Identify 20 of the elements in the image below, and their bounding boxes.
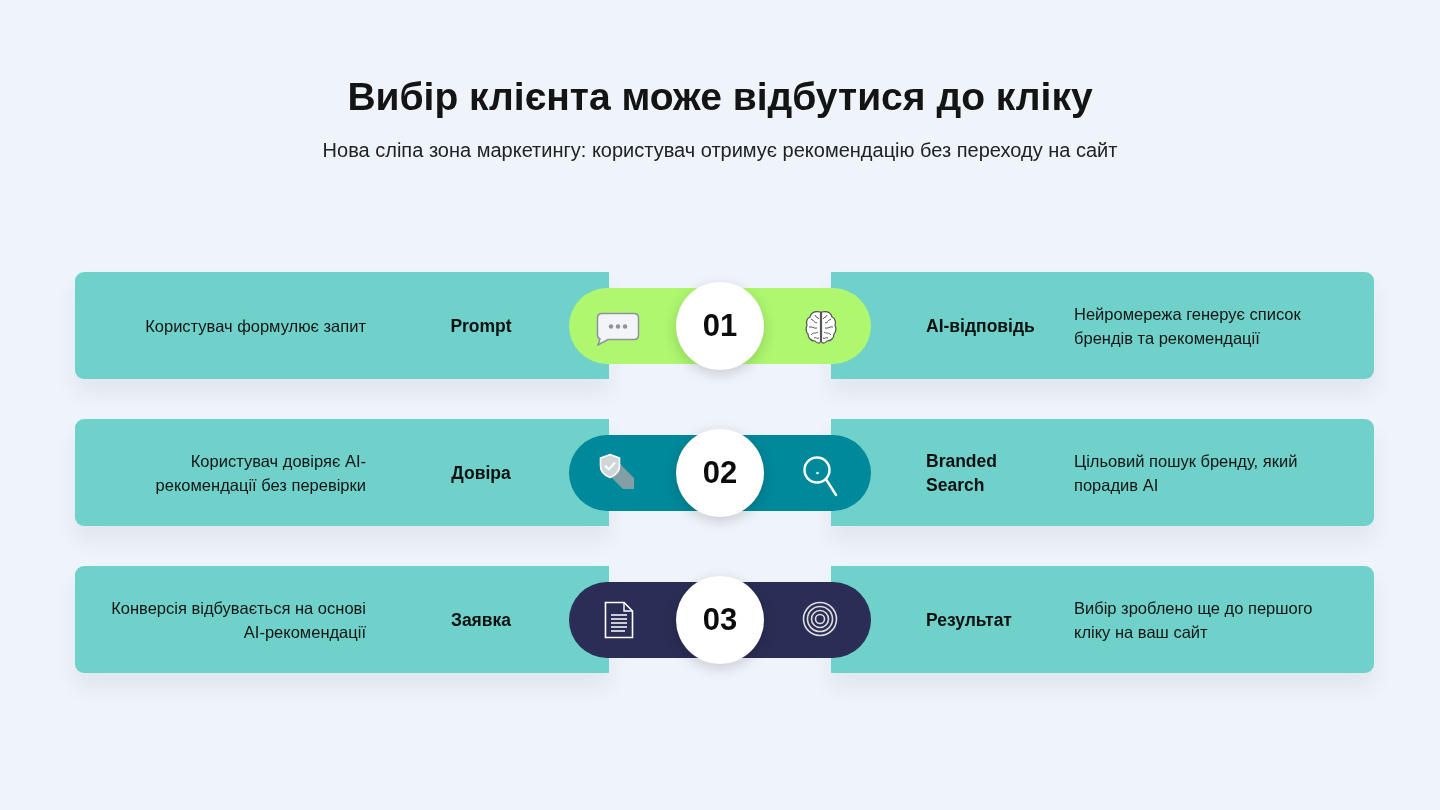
step-card <box>831 566 1374 673</box>
step-description: Вибір зроблено ще до першого кліку на ваш сайт <box>1074 597 1314 643</box>
step-title: Prompt <box>450 314 512 338</box>
step-card <box>831 272 1374 379</box>
title: Вибір клієнта може відбутися до кліку <box>347 74 1093 120</box>
step-card <box>75 272 609 379</box>
step-title: AI-відповідь <box>926 314 1035 338</box>
step-card <box>831 419 1374 526</box>
step-description: Конверсія відбувається на основі AI-рекомендації <box>110 597 366 643</box>
step-title: Branded Search <box>926 449 998 497</box>
step-description: Користувач формулює запит <box>145 315 366 337</box>
step-card <box>75 419 609 526</box>
step-card <box>75 566 609 673</box>
step-description: Цільовий пошук бренду, який порадив AI <box>1074 450 1299 496</box>
step-description: Користувач довіряє AI-рекомендації без перевірки <box>154 450 366 496</box>
step-title: Заявка <box>450 608 512 632</box>
step-description: Нейромережа генерує список брендів та рекомендації <box>1074 303 1302 349</box>
subtitle: Нова сліпа зона маркетингу: користувач отримує рекомендацію без переходу на сайт <box>322 138 1118 163</box>
step-title: Результат <box>926 608 1012 632</box>
step-title: Довіра <box>451 461 511 485</box>
